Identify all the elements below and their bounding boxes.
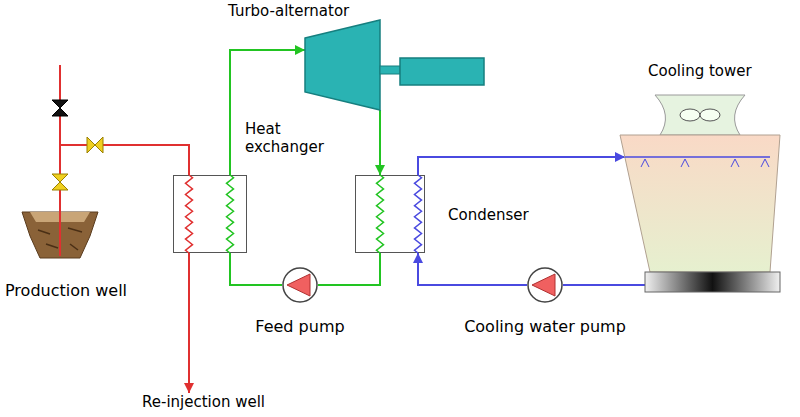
pump-casing xyxy=(283,268,317,302)
pipe-connector xyxy=(188,253,190,393)
coil xyxy=(186,175,193,253)
coil xyxy=(415,175,422,253)
label-holder: Heat exchanger xyxy=(245,120,355,156)
spray-nozzle xyxy=(641,159,649,167)
valve-symbol xyxy=(52,174,68,190)
node-label: Condenser xyxy=(448,206,529,224)
pump-impeller xyxy=(532,274,555,296)
well-label: Re-injection well xyxy=(140,393,270,411)
node-label: Re-injection well xyxy=(142,393,265,411)
node-label: Feed pump xyxy=(255,317,344,336)
heat-exchanger-box-outline xyxy=(173,175,247,253)
tower-shell xyxy=(620,135,780,272)
coil xyxy=(377,175,384,253)
fan-housing xyxy=(655,95,745,135)
label-holder: Production well xyxy=(5,282,127,300)
pipe-connector xyxy=(563,284,645,286)
fan-blade xyxy=(700,109,720,121)
label-holder: Re-injection well xyxy=(140,393,270,411)
pump-symbol-outline xyxy=(282,267,318,303)
label-holder: Feed pump xyxy=(210,318,390,336)
rock-texture xyxy=(46,244,58,248)
pump-impeller xyxy=(287,274,310,296)
pipe-connector xyxy=(318,253,380,285)
alternator-body xyxy=(400,58,484,85)
pump-symbol-outline xyxy=(527,267,563,303)
pipe-connector xyxy=(60,145,189,200)
turbine-symbol: Turbo-alternator xyxy=(305,20,485,110)
pipe-connector xyxy=(418,157,625,175)
node-label: Heat exchanger xyxy=(245,120,324,156)
pipe-connector xyxy=(230,253,282,285)
turbine-symbol-outline xyxy=(305,20,485,110)
condenser-box: Condenser xyxy=(355,175,425,253)
exchanger-casing xyxy=(174,176,247,253)
node-label: Production well xyxy=(5,281,127,300)
pipe-connector xyxy=(379,110,381,175)
spray-header xyxy=(625,156,770,158)
heat-exchanger-box: Heat exchanger xyxy=(173,175,247,253)
production-well: Production well xyxy=(20,200,100,265)
label-holder: Cooling tower xyxy=(648,62,752,80)
spray-nozzle xyxy=(681,159,689,167)
exchanger-casing xyxy=(356,176,425,253)
condenser-box-outline xyxy=(355,175,425,253)
spray-nozzle xyxy=(761,159,769,167)
rock-texture xyxy=(68,228,82,232)
valve-symbol xyxy=(52,100,68,116)
water-basin xyxy=(645,272,780,292)
fan-blade xyxy=(680,109,700,121)
node-label: Cooling tower xyxy=(648,62,752,80)
coil xyxy=(227,175,234,253)
rock-texture xyxy=(38,230,50,234)
turbine-body xyxy=(305,20,380,110)
shaft xyxy=(380,66,400,74)
rock-texture xyxy=(70,244,78,250)
well-casing xyxy=(59,200,61,256)
pump-symbol: Cooling water pump xyxy=(527,267,563,303)
pump-casing xyxy=(528,268,562,302)
valve-symbol xyxy=(87,137,103,153)
node-label: Turbo-alternator xyxy=(228,2,349,20)
label-holder: Turbo-alternator xyxy=(228,2,349,20)
cooling-tower-outline xyxy=(615,92,785,295)
label-holder: Cooling water pump xyxy=(425,318,665,336)
pump-symbol: Feed pump xyxy=(282,267,318,303)
production-well-outline xyxy=(20,200,100,265)
pipe-connector xyxy=(418,253,527,285)
spray-nozzle xyxy=(731,159,739,167)
pipe-connector xyxy=(230,50,305,175)
node-label: Cooling water pump xyxy=(464,317,626,336)
label-holder: Condenser xyxy=(448,206,529,224)
cooling-tower: Cooling tower xyxy=(615,92,785,295)
